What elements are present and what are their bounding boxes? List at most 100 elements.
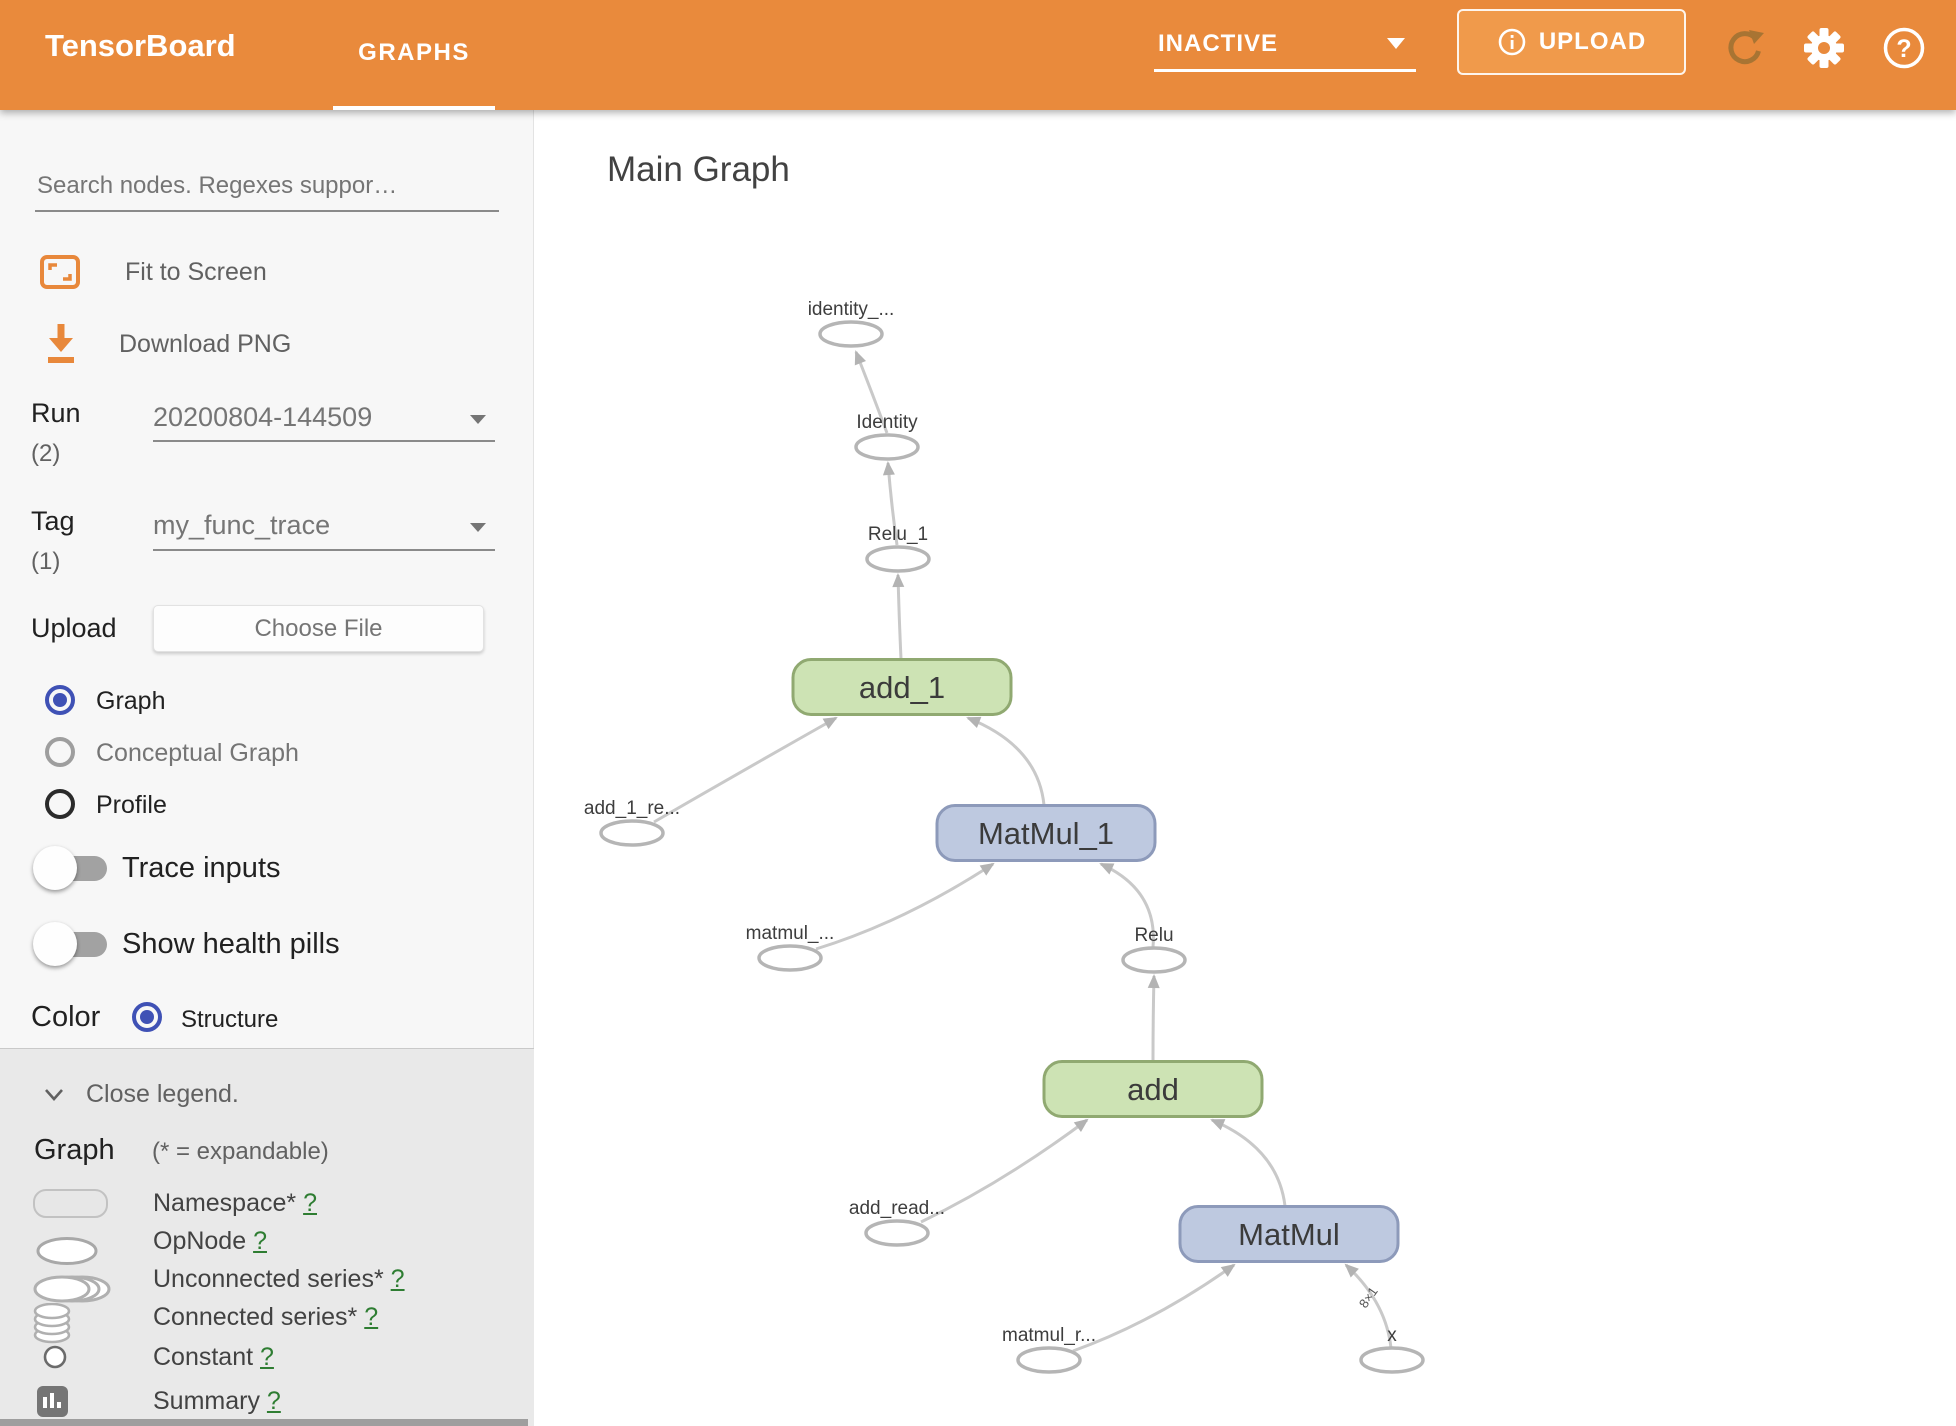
graph-edge-matmul_r...-to-MatMul — [1072, 1263, 1236, 1353]
svg-text:MatMul_1: MatMul_1 — [978, 816, 1114, 851]
tab-graphs[interactable]: GRAPHS — [358, 39, 470, 66]
tag-count: (1) — [31, 548, 61, 575]
graph-edge-Relu_1-to-Identity — [882, 461, 899, 546]
run-select-caret-icon[interactable] — [470, 415, 486, 424]
download-icon — [48, 324, 74, 363]
graph-node-x[interactable]: x — [1359, 1325, 1425, 1374]
download-png-button[interactable]: Download PNG — [43, 322, 291, 366]
refresh-icon[interactable] — [1723, 26, 1767, 70]
graph-edge-add_1_re...-to-add_1 — [653, 716, 838, 824]
tab-active-indicator — [333, 106, 495, 110]
help-link[interactable]: ? — [364, 1303, 379, 1331]
help-icon[interactable]: ? — [1882, 26, 1926, 70]
upload-button[interactable]: UPLOAD — [1457, 9, 1686, 75]
upload-label: Upload — [31, 613, 117, 643]
toggle-knob — [33, 922, 77, 966]
show-health-pills-label: Show health pills — [122, 928, 340, 960]
graph-node-add_1_re...[interactable]: add_1_re... — [584, 798, 680, 847]
svg-text:MatMul: MatMul — [1238, 1217, 1340, 1252]
graph-node-Identity[interactable]: Identity — [854, 412, 920, 461]
help-link[interactable]: ? — [260, 1343, 274, 1371]
svg-text:Identity: Identity — [856, 412, 918, 433]
help-link[interactable]: ? — [303, 1189, 317, 1217]
tag-select-caret-icon[interactable] — [470, 523, 486, 532]
run-count: (2) — [31, 440, 61, 467]
legend-partial-next-row — [0, 1419, 528, 1426]
radio-graph-label[interactable]: Graph — [96, 687, 166, 715]
radio-conceptual-graph[interactable] — [45, 737, 75, 767]
sidebar: Fit to Screen Download PNG Run (2) 20200… — [0, 110, 534, 1426]
legend-item: Unconnected series* ? — [153, 1265, 405, 1293]
graph-node-add_read...[interactable]: add_read... — [849, 1198, 945, 1247]
graph-edge-matmul_...-to-MatMul_1 — [815, 862, 995, 951]
status-dropdown-underline — [1154, 69, 1416, 72]
tag-select[interactable]: my_func_trace — [153, 510, 331, 540]
run-select-underline — [153, 440, 495, 442]
radio-profile-label[interactable]: Profile — [96, 791, 167, 819]
upload-button-label: UPLOAD — [1538, 28, 1647, 55]
svg-text:x: x — [1387, 1325, 1397, 1346]
help-link[interactable]: ? — [253, 1227, 267, 1255]
search-input[interactable] — [35, 162, 499, 212]
unconnected-series-icon — [33, 1275, 111, 1303]
trace-inputs-toggle[interactable] — [33, 846, 125, 890]
graph-node-matmul_...[interactable]: matmul_... — [746, 923, 835, 972]
svg-text:add_1: add_1 — [859, 670, 945, 705]
summary-icon — [37, 1386, 68, 1417]
tag-select-underline — [153, 549, 495, 551]
graph-node-add[interactable]: add — [1042, 1060, 1264, 1118]
fit-to-screen-icon — [40, 255, 80, 289]
svg-text:matmul_...: matmul_... — [746, 923, 835, 944]
legend-item: Connected series* ? — [153, 1303, 379, 1331]
run-select[interactable]: 20200804-144509 — [153, 402, 373, 432]
show-health-pills-toggle[interactable] — [33, 922, 125, 966]
graph-edge-Identity-to-identity_... — [854, 350, 889, 434]
help-link[interactable]: ? — [390, 1265, 405, 1293]
graph-node-Relu[interactable]: Relu — [1121, 925, 1187, 974]
graph-edge-add-to-Relu — [1147, 974, 1160, 1062]
gear-icon[interactable] — [1802, 26, 1846, 70]
help-link[interactable]: ? — [266, 1387, 281, 1415]
graph-node-MatMul[interactable]: MatMul — [1178, 1205, 1400, 1263]
radio-color-structure-label[interactable]: Structure — [181, 1006, 279, 1033]
toggle-knob — [33, 846, 77, 890]
close-legend-button[interactable]: Close legend. — [44, 1080, 239, 1109]
run-label: Run — [31, 398, 81, 428]
svg-text:?: ? — [1896, 35, 1911, 63]
sidebar-divider — [0, 1048, 534, 1049]
opnode-icon — [36, 1237, 98, 1265]
graph-node-identity_...[interactable]: identity_... — [808, 299, 895, 348]
fit-to-screen-button[interactable]: Fit to Screen — [39, 250, 267, 294]
choose-file-button[interactable]: Choose File — [153, 605, 484, 652]
svg-text:matmul_r...: matmul_r... — [1002, 1325, 1096, 1346]
svg-text:add_1_re...: add_1_re... — [584, 798, 680, 819]
status-dropdown[interactable]: INACTIVE — [1158, 30, 1279, 57]
svg-text:add_read...: add_read... — [849, 1198, 945, 1219]
svg-text:identity_...: identity_... — [808, 299, 895, 320]
chevron-down-icon[interactable] — [1387, 38, 1405, 49]
legend-section-background — [0, 1048, 534, 1426]
radio-conceptual-graph-label[interactable]: Conceptual Graph — [96, 739, 299, 767]
trace-inputs-label: Trace inputs — [122, 852, 281, 884]
graph-node-matmul_r...[interactable]: matmul_r... — [1002, 1325, 1096, 1374]
chevron-down-icon — [45, 1088, 63, 1101]
radio-color-structure[interactable] — [132, 1002, 162, 1032]
radio-profile[interactable] — [45, 789, 75, 819]
svg-text:add: add — [1127, 1072, 1179, 1107]
graph-edge-add_1-to-Relu_1 — [892, 573, 905, 660]
legend-item: Namespace* ? — [153, 1189, 317, 1217]
graph-node-MatMul_1[interactable]: MatMul_1 — [935, 804, 1157, 862]
fit-to-screen-label: Fit to Screen — [125, 257, 267, 286]
svg-text:Relu: Relu — [1134, 925, 1173, 946]
graph-node-Relu_1[interactable]: Relu_1 — [865, 524, 931, 573]
close-legend-label: Close legend. — [86, 1080, 239, 1108]
graph-edge-MatMul-to-add — [1210, 1118, 1287, 1207]
legend-item: Summary ? — [153, 1387, 281, 1415]
radio-graph[interactable] — [45, 685, 75, 715]
legend-item: Constant ? — [153, 1343, 274, 1371]
color-label: Color — [31, 1001, 101, 1033]
graph-canvas[interactable]: 8×1add_1MatMul_1addMatMulidentity_...Ide… — [534, 110, 1956, 1426]
graph-node-add_1[interactable]: add_1 — [791, 658, 1013, 716]
